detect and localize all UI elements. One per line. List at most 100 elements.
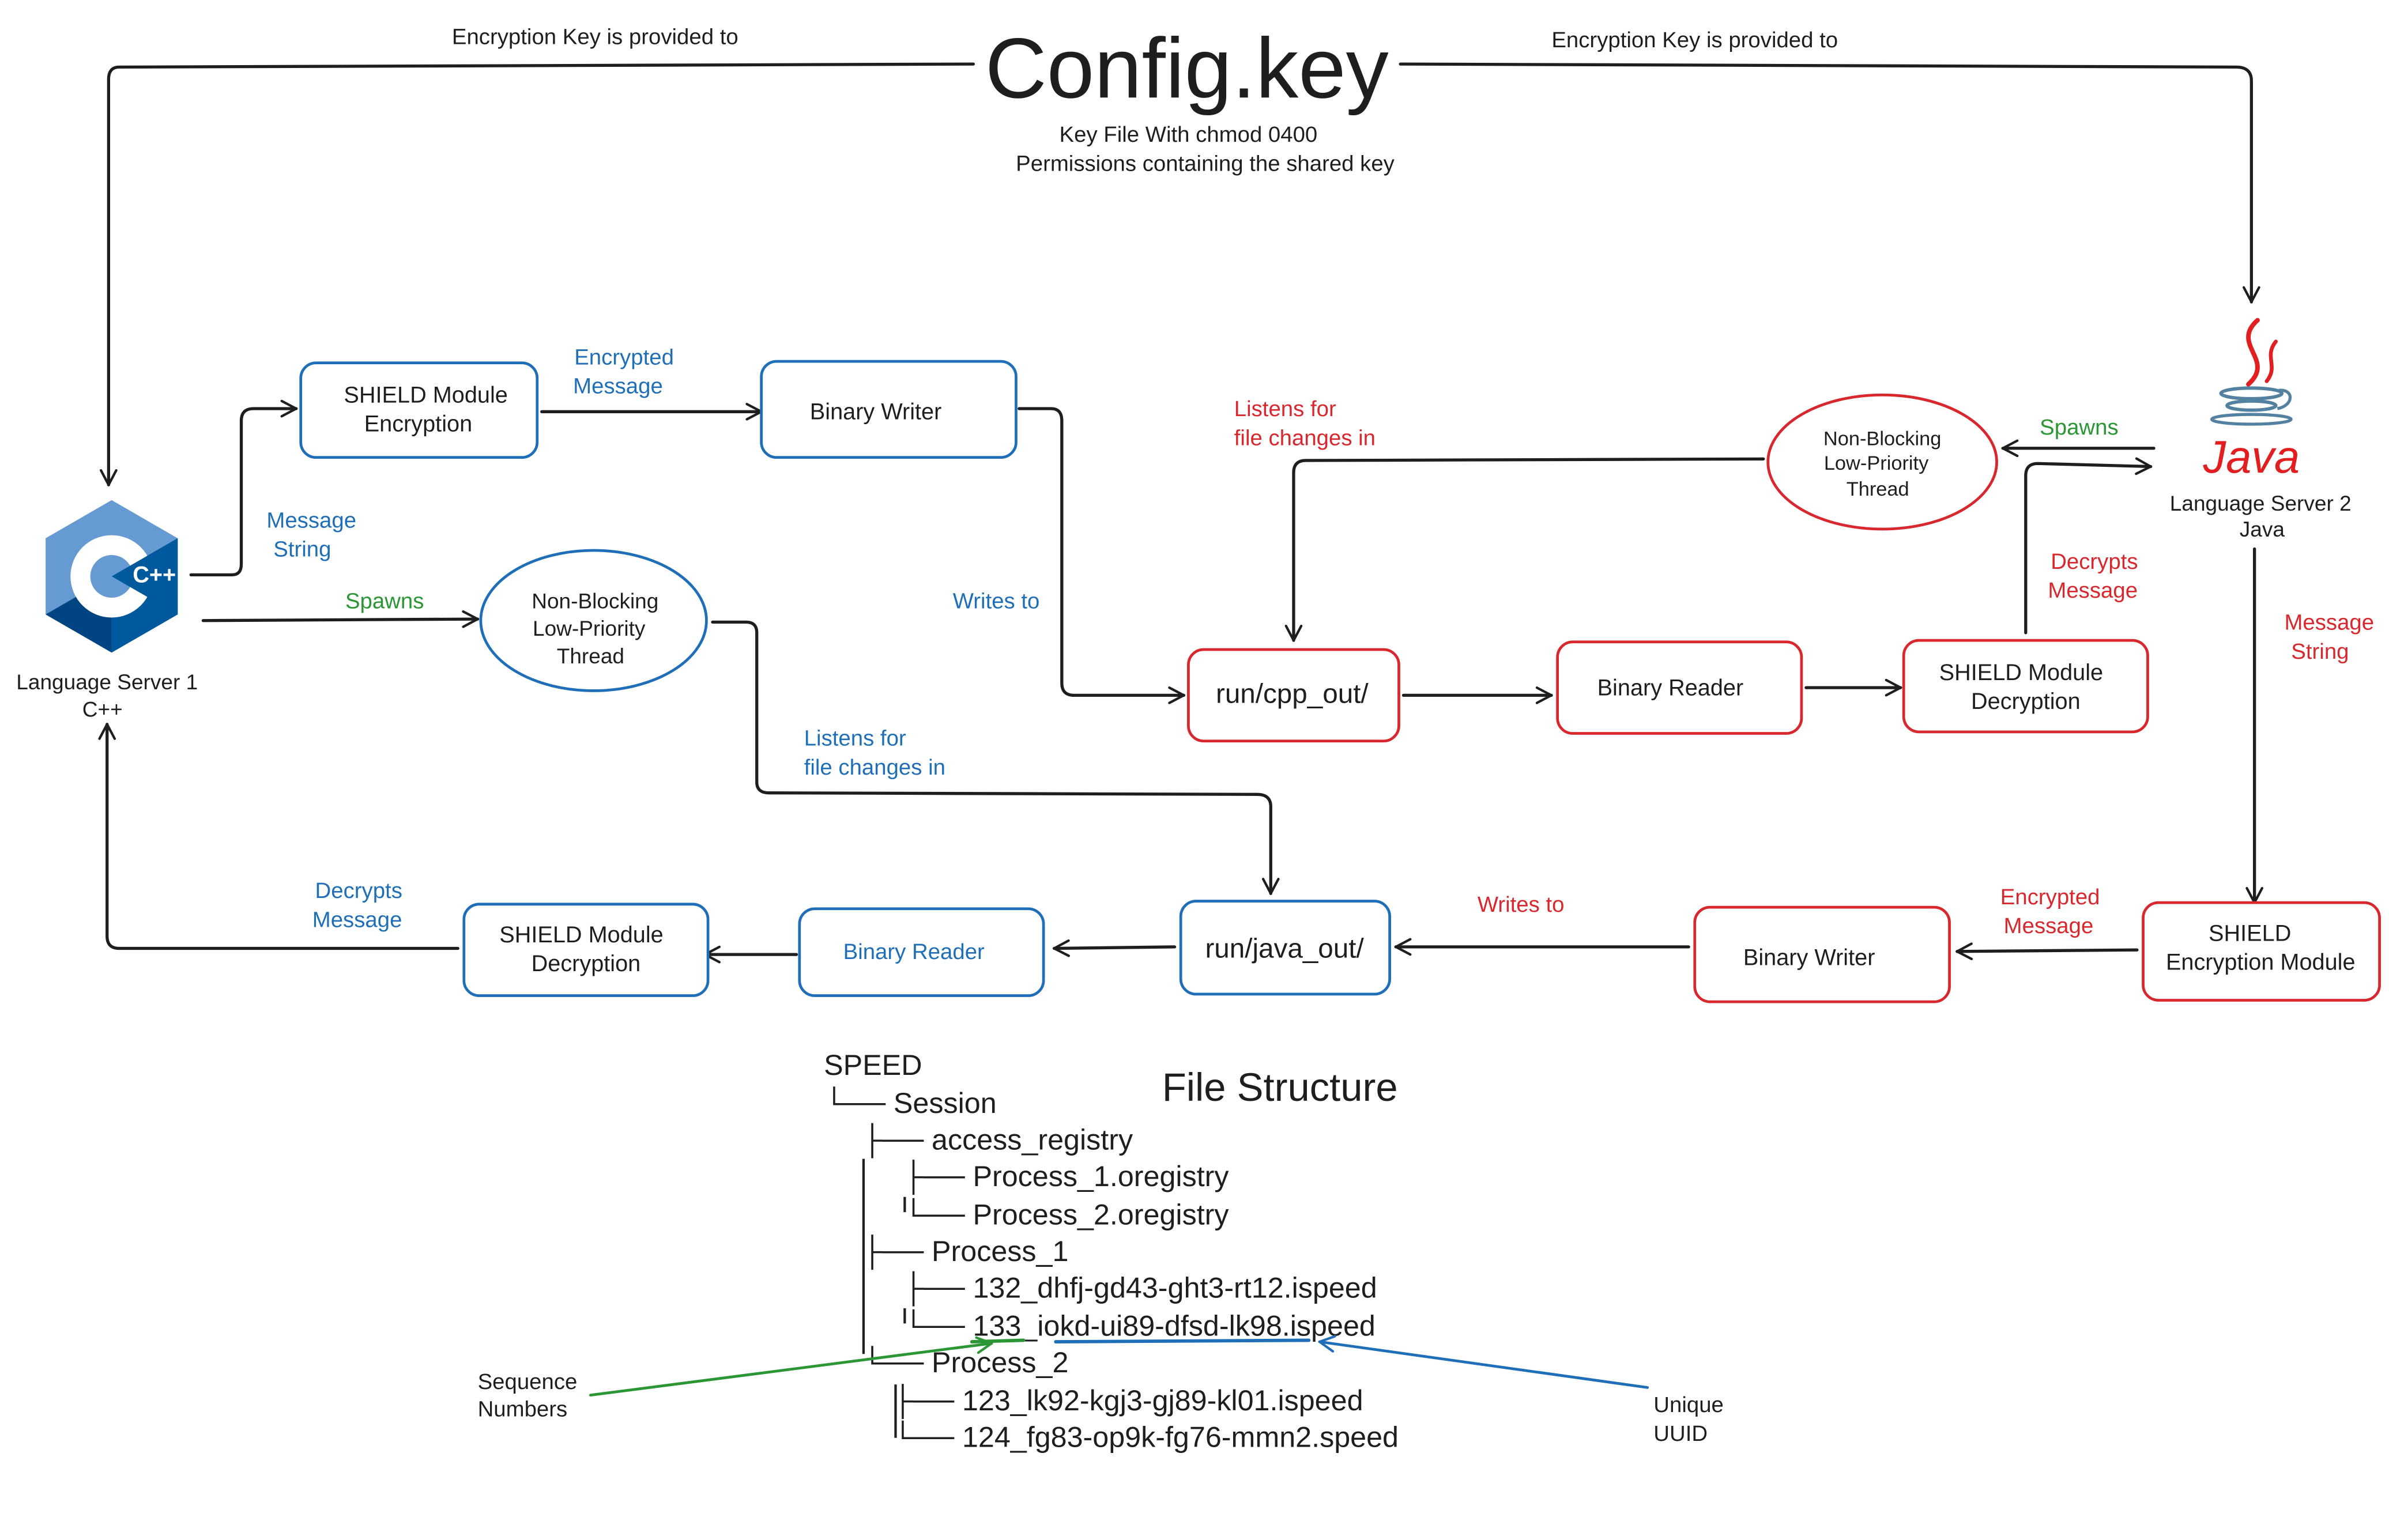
- svg-text:Binary Reader: Binary Reader: [843, 939, 985, 964]
- tree-guides: [862, 1158, 906, 1438]
- cpp-spawns-label: Spawns: [345, 589, 424, 614]
- file-structure-heading: File Structure: [1162, 1065, 1398, 1109]
- cpp-binary-writer-node: Binary Writer: [760, 360, 1018, 459]
- cpp-server-label-2: C++: [82, 697, 123, 721]
- cpp-out-node: run/cpp_out/: [1187, 648, 1400, 743]
- tree-line: └── Process_2.oregistry: [903, 1198, 1230, 1231]
- sequence-label-1: Sequence: [478, 1369, 578, 1394]
- sequence-label-2: Numbers: [478, 1397, 568, 1422]
- tree-line: ├── Process_1.oregistry: [903, 1160, 1230, 1195]
- svg-text:Non-Blocking: Non-Blocking: [532, 589, 658, 613]
- cpp-spawns-arrow: [201, 610, 480, 628]
- svg-text:Java: Java: [2203, 431, 2300, 482]
- cpp-encrypted-label-1: Encrypted: [574, 345, 674, 369]
- tree-line: ├── 123_lk92-kgj3-gj89-kl01.ispeed: [892, 1384, 1363, 1420]
- cpp-listens-label-2: file changes in: [804, 755, 945, 780]
- svg-text:Low-Priority: Low-Priority: [533, 616, 646, 640]
- config-key-subtitle-1: Key File With chmod 0400: [1060, 122, 1318, 147]
- java-binary-reader-node: Binary Reader: [1556, 640, 1803, 735]
- svg-text:Non-Blocking: Non-Blocking: [1823, 428, 1941, 450]
- java-decrypts-label-1: Decrypts: [2051, 549, 2138, 574]
- cpp-to-encryption-arrow: [189, 399, 298, 577]
- svg-text:Thread: Thread: [557, 644, 624, 668]
- cpp-decrypts-label-1: Decrypts: [315, 878, 402, 903]
- svg-text:Decryption: Decryption: [532, 951, 641, 976]
- svg-text:Binary Writer: Binary Writer: [1743, 945, 1875, 971]
- cpp-listens-label-1: Listens for: [804, 726, 906, 751]
- svg-text:C++: C++: [133, 563, 176, 588]
- cpp-encryption-node: SHIELD Module Encryption: [299, 361, 539, 459]
- java-binary-writer-node: Binary Writer: [1693, 905, 1951, 1003]
- svg-text:Low-Priority: Low-Priority: [1824, 452, 1929, 474]
- key-left-label: Encryption Key is provided to: [452, 25, 738, 50]
- java-thread-node: Non-Blocking Low-Priority Thread: [1766, 393, 1998, 531]
- uuid-callout-arrow: [1318, 1335, 1649, 1389]
- java-listens-label-2: file changes in: [1234, 425, 1376, 450]
- java-message-label-1: Message: [2284, 610, 2374, 635]
- svg-text:Encryption: Encryption: [364, 412, 472, 437]
- file-tree: SPEED └── Session ├── access_registry ├─…: [824, 1049, 1399, 1454]
- sequence-callout-arrow: [589, 1336, 993, 1397]
- key-right-label: Encryption Key is provided to: [1551, 28, 1838, 52]
- svg-text:Thread: Thread: [1847, 478, 1909, 500]
- cpp-thread-listens-arrow: [711, 620, 1280, 895]
- java-thread-listens-arrow: [1284, 457, 1765, 642]
- java-encrypted-label-1: Encrypted: [2000, 885, 2100, 909]
- java-decryption-node: SHIELD Module Decryption: [1902, 639, 2149, 734]
- cpp-binary-reader-node: Binary Reader: [798, 907, 1045, 997]
- java-logo-icon: Java: [2203, 318, 2300, 482]
- cpp-message-label-2: String: [273, 537, 331, 562]
- svg-text:SHIELD: SHIELD: [2209, 920, 2291, 946]
- java-decrypts-label-2: Message: [2048, 578, 2138, 603]
- tree-line: SPEED: [824, 1049, 922, 1081]
- writer-to-cpp-out-arrow: [1018, 407, 1186, 704]
- key-to-java-arrow: [1399, 62, 2260, 304]
- svg-text:run/cpp_out/: run/cpp_out/: [1216, 679, 1369, 709]
- java-out-to-reader-arrow: [1052, 939, 1177, 957]
- svg-text:Binary Writer: Binary Writer: [810, 399, 942, 425]
- uuid-label-1: Unique: [1653, 1392, 1724, 1417]
- sequence-underline: [970, 1338, 1026, 1343]
- decryption-to-cpp-arrow: [98, 722, 459, 950]
- svg-text:Binary Reader: Binary Reader: [1597, 675, 1744, 700]
- cpp-writes-to-label: Writes to: [953, 589, 1040, 614]
- java-listens-label-1: Listens for: [1234, 397, 1336, 421]
- cpp-logo-icon: C++: [46, 500, 178, 653]
- tree-line: └── 124_fg83-op9k-fg76-mmn2.speed: [892, 1421, 1399, 1454]
- tree-line: ├── Process_1: [862, 1235, 1068, 1270]
- uuid-underline: [1054, 1338, 1311, 1343]
- tree-line: └── Session: [824, 1086, 997, 1119]
- encryption-to-java-writer-arrow: [1955, 942, 2139, 960]
- java-writes-to-label: Writes to: [1478, 892, 1565, 917]
- decryption-to-java-arrow: [2024, 457, 2153, 635]
- tree-line: ├── 132_dhfj-gd43-ght3-rt12.ispeed: [903, 1271, 1377, 1307]
- java-server-label-1: Language Server 2: [2170, 491, 2352, 515]
- svg-text:SHIELD Module: SHIELD Module: [344, 382, 507, 407]
- svg-text:SHIELD Module: SHIELD Module: [1939, 660, 2103, 685]
- svg-text:Decryption: Decryption: [1971, 689, 2081, 714]
- uuid-label-2: UUID: [1653, 1421, 1708, 1446]
- java-server-label-2: Java: [2240, 517, 2285, 541]
- tree-line: └── Process_2: [862, 1346, 1068, 1379]
- tree-line: ├── access_registry: [862, 1123, 1133, 1159]
- cpp-server-label-1: Language Server 1: [16, 670, 198, 694]
- svg-text:run/java_out/: run/java_out/: [1205, 933, 1364, 964]
- cpp-decrypts-label-2: Message: [312, 907, 402, 932]
- java-encryption-node: SHIELD Encryption Module: [2142, 901, 2381, 1002]
- cpp-decryption-node: SHIELD Module Decryption: [462, 903, 710, 997]
- key-to-cpp-arrow: [100, 62, 975, 486]
- java-out-node: run/java_out/: [1179, 900, 1392, 996]
- config-key-subtitle-2: Permissions containing the shared key: [1016, 151, 1395, 176]
- cpp-thread-node: Non-Blocking Low-Priority Thread: [479, 549, 708, 692]
- java-spawns-label: Spawns: [2040, 415, 2118, 440]
- svg-text:SHIELD Module: SHIELD Module: [499, 922, 663, 948]
- java-message-label-2: String: [2291, 639, 2349, 664]
- tree-line: └── 133_iokd-ui89-dfsd-lk98.ispeed: [903, 1309, 1376, 1342]
- config-key-title: Config.key: [985, 21, 1389, 116]
- cpp-encrypted-label-2: Message: [573, 374, 663, 399]
- cpp-message-label-1: Message: [266, 508, 356, 533]
- java-encrypted-label-2: Message: [2004, 914, 2094, 938]
- svg-text:Encryption Module: Encryption Module: [2166, 950, 2356, 975]
